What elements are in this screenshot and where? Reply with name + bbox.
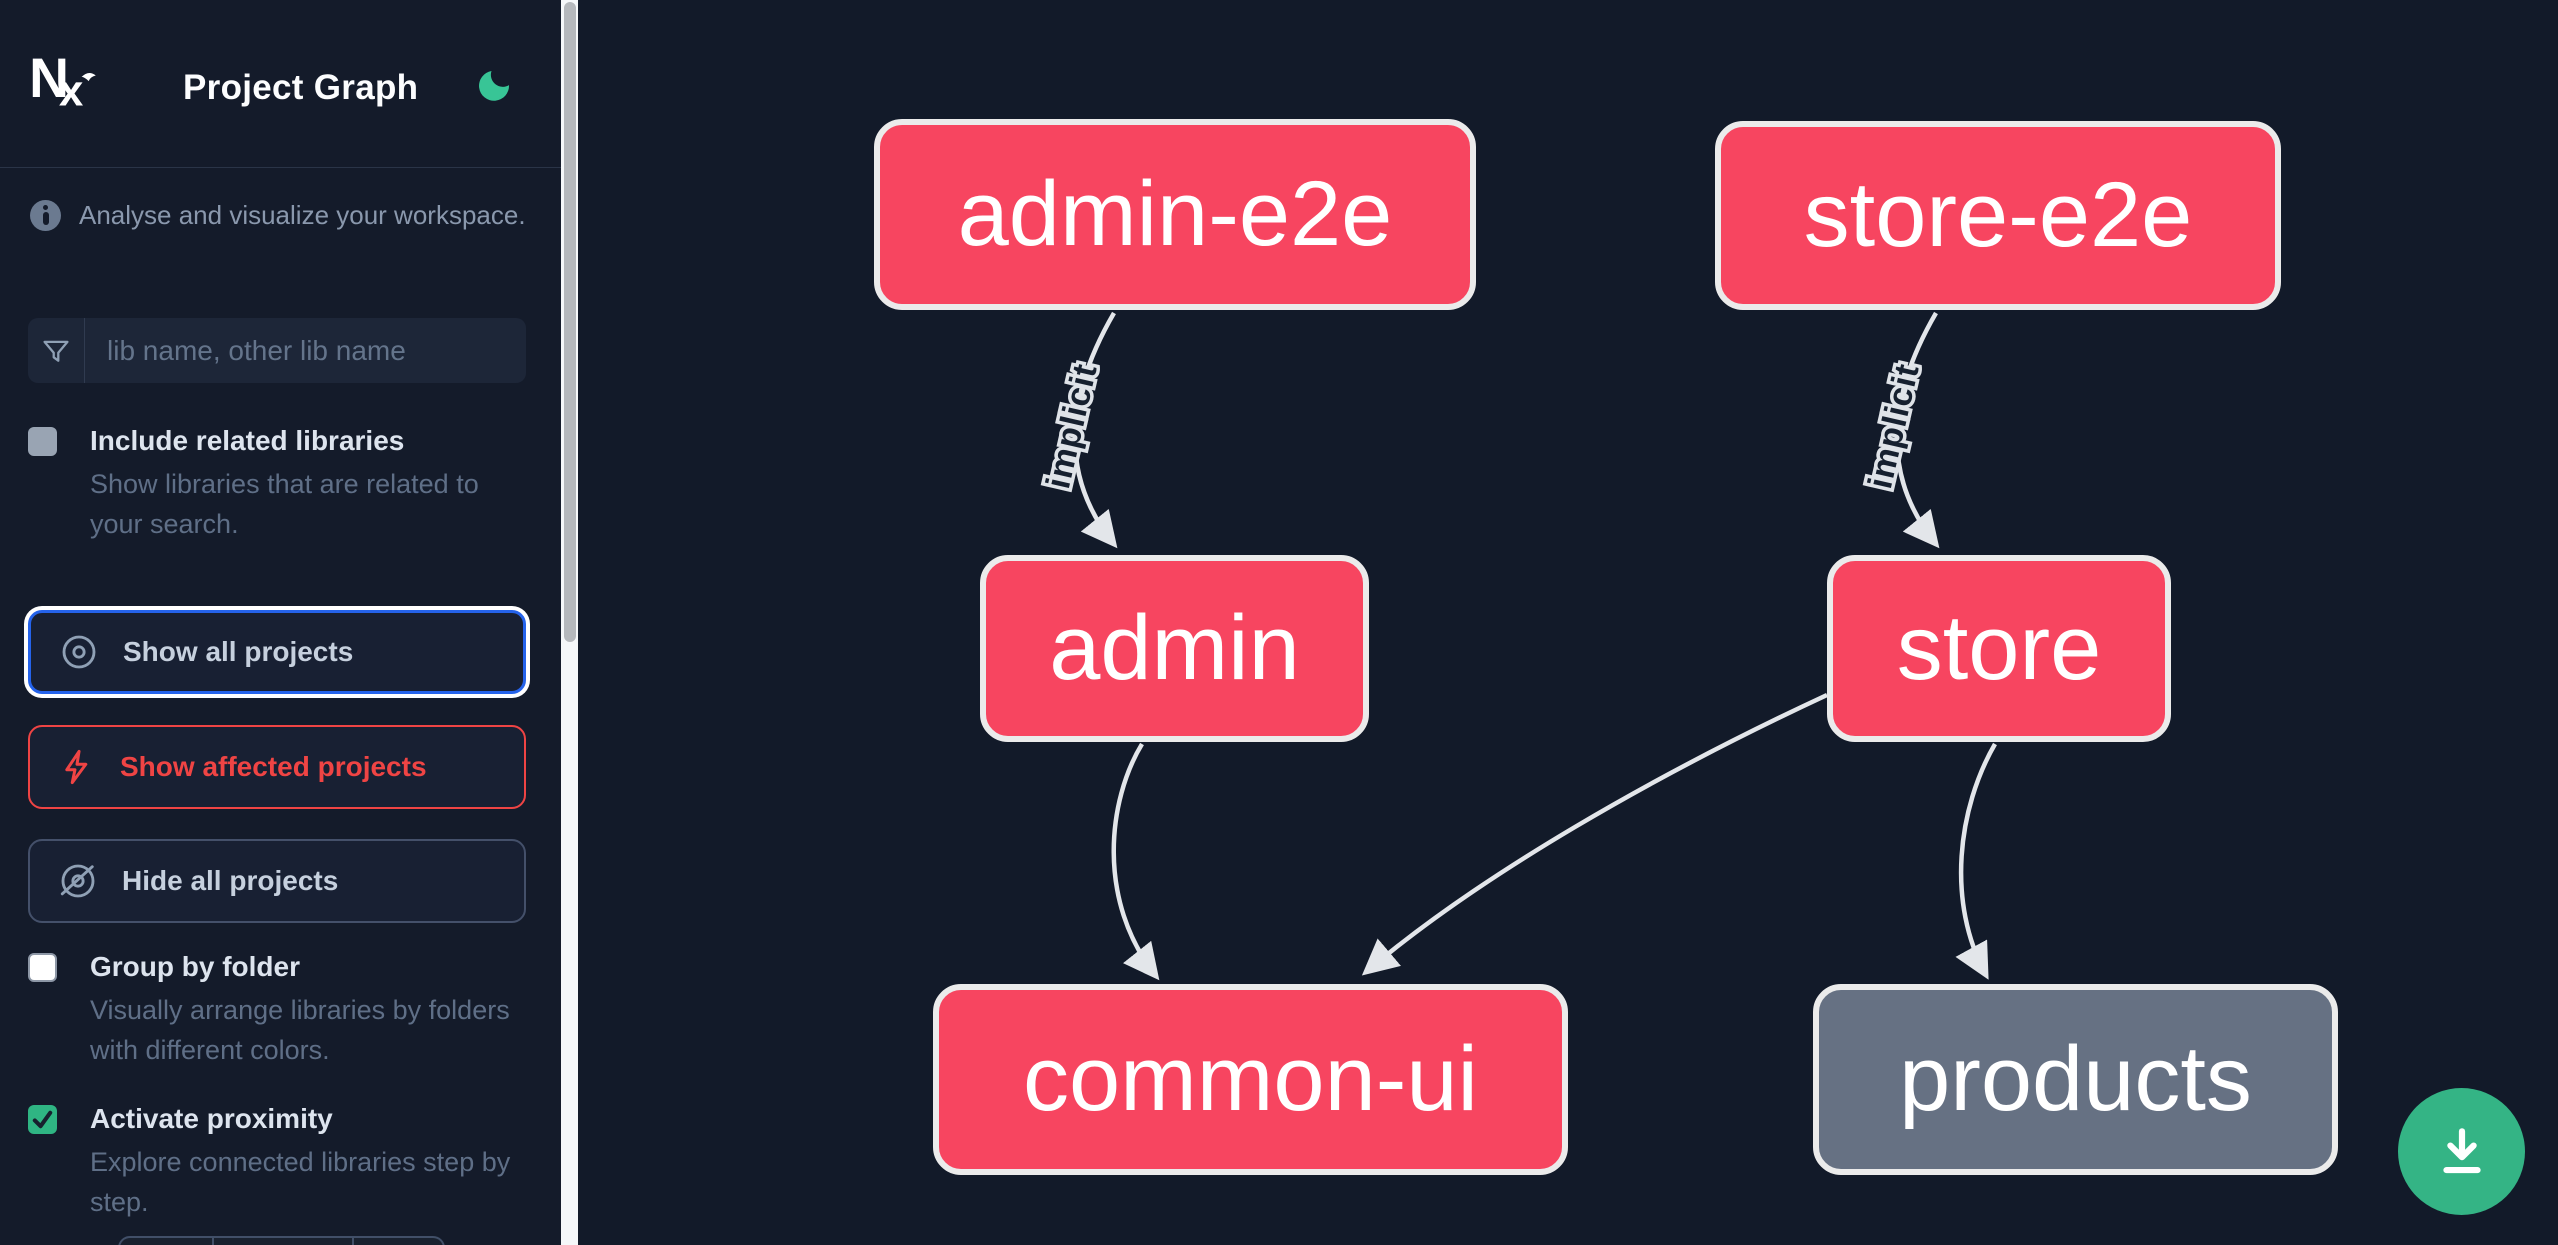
filter-funnel-icon: [28, 318, 85, 383]
show-affected-projects-button[interactable]: Show affected projects: [28, 725, 526, 809]
download-icon: [2442, 1127, 2481, 1173]
svg-text:x: x: [59, 66, 84, 115]
tagline-text: Analyse and visualize your workspace.: [79, 200, 526, 230]
graph-canvas[interactable]: implicit implicit admin-e2e store-e2e admin…: [578, 0, 2558, 1245]
option-description: Visually arrange libraries by folders wi…: [90, 995, 510, 1065]
theme-toggle-button[interactable]: [470, 64, 516, 110]
info-icon: [30, 200, 61, 231]
app-title: Project Graph: [183, 68, 419, 107]
check-icon: [32, 1110, 53, 1129]
search-input[interactable]: [85, 318, 526, 383]
option-description: Explore connected libraries step by step…: [90, 1147, 511, 1217]
graph-node-admin[interactable]: admin: [980, 555, 1369, 742]
edge-store-e2e-to-store: [1894, 311, 1940, 549]
option-include-related: Include related libraries Show libraries…: [28, 424, 528, 544]
show-all-projects-button[interactable]: Show all projects: [28, 610, 526, 694]
button-label: Hide all projects: [122, 865, 339, 896]
sidebar-scrollbar[interactable]: [561, 0, 578, 1245]
option-activate-proximity: Activate proximity Explore connected lib…: [28, 1102, 528, 1222]
graph-node-store[interactable]: store: [1827, 555, 2171, 742]
graph-node-products[interactable]: products: [1813, 984, 2338, 1175]
moon-icon: [479, 70, 510, 101]
scrollbar-thumb[interactable]: [563, 2, 576, 642]
button-label: Show all projects: [123, 636, 354, 667]
workspace-tagline: Analyse and visualize your workspace.: [30, 200, 526, 231]
graph-node-admin-e2e[interactable]: admin-e2e: [874, 119, 1476, 310]
edge-label-admin-e2e-to-admin: implicit: [1039, 360, 1105, 492]
library-search: [28, 318, 526, 383]
option-label: Include related libraries: [90, 425, 405, 456]
hide-all-projects-button[interactable]: Hide all projects: [28, 839, 526, 923]
edge-admin-e2e-to-admin: [1072, 311, 1118, 549]
eye-off-icon: [60, 864, 95, 898]
eye-icon: [62, 635, 96, 669]
svg-text:N: N: [30, 50, 69, 109]
download-graph-button[interactable]: [2398, 1088, 2525, 1215]
sidebar: N x Project Graph Analyse and visualize …: [0, 0, 561, 1245]
nx-logo-icon: N x: [30, 50, 96, 115]
sidebar-header: N x Project Graph: [0, 0, 561, 168]
edge-label-store-e2e-to-store: implicit: [1861, 360, 1927, 492]
checkbox-activate-proximity[interactable]: [28, 1105, 57, 1134]
option-label: Activate proximity: [90, 1103, 333, 1134]
button-label: Show affected projects: [120, 751, 427, 782]
option-description: Show libraries that are related to your …: [90, 469, 479, 539]
graph-node-store-e2e[interactable]: store-e2e: [1715, 121, 2281, 310]
lightning-bolt-icon: [65, 749, 88, 785]
edge-store-to-products: [1955, 742, 1997, 980]
checkbox-include-related[interactable]: [28, 427, 57, 456]
option-label: Group by folder: [90, 951, 300, 982]
edge-store-to-common-ui: [1361, 692, 1828, 976]
proximity-stepper[interactable]: [118, 1236, 445, 1245]
checkbox-group-by-folder[interactable]: [28, 953, 57, 982]
edge-admin-to-common-ui: [1111, 742, 1160, 981]
option-group-by-folder: Group by folder Visually arrange librari…: [28, 950, 528, 1070]
graph-node-common-ui[interactable]: common-ui: [933, 984, 1568, 1175]
